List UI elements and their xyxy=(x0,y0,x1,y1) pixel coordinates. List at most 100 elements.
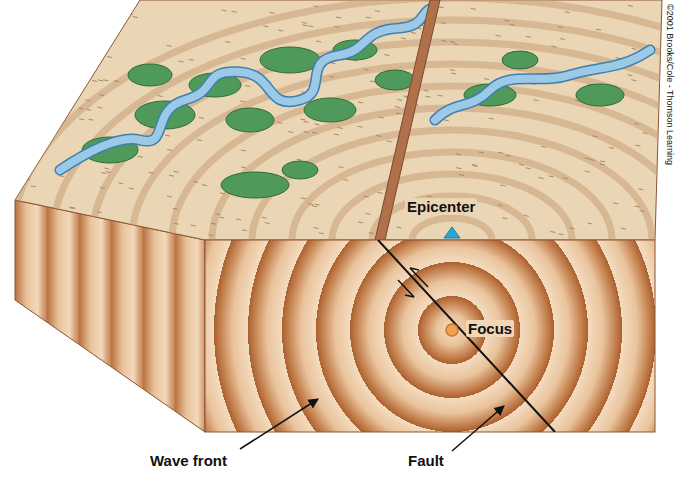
leader-line xyxy=(240,399,318,449)
ground-dash xyxy=(314,124,319,125)
focus-label: Focus xyxy=(466,320,514,337)
ground-dash xyxy=(336,17,341,18)
ground-dash xyxy=(167,45,172,46)
ground-dash xyxy=(444,120,449,121)
ground-dash xyxy=(538,178,543,179)
ground-dash xyxy=(524,215,529,216)
ground-dash xyxy=(149,172,154,173)
ground-dash xyxy=(316,41,321,42)
ground-dash xyxy=(319,233,324,234)
ground-dash xyxy=(79,119,84,120)
ground-dash xyxy=(103,80,108,81)
left-face xyxy=(15,200,205,432)
ground-dash xyxy=(240,101,245,102)
wave-front-label: Wave front xyxy=(150,452,227,469)
ground-dash xyxy=(59,176,64,177)
river xyxy=(60,8,650,170)
ground-dash xyxy=(358,222,363,223)
ground-dash xyxy=(302,25,307,26)
ground-dash xyxy=(312,132,317,133)
ground-dash xyxy=(632,49,637,50)
ground-dash xyxy=(245,86,250,87)
ground-dash xyxy=(616,58,621,59)
ground-dash xyxy=(297,159,302,160)
ground-dash xyxy=(590,160,595,161)
ground-dash xyxy=(313,6,318,7)
ground-dash xyxy=(376,135,381,136)
ground-dash xyxy=(53,86,58,87)
ground-dash xyxy=(450,41,455,42)
ground-dash xyxy=(39,143,44,144)
ground-dash xyxy=(193,181,198,182)
ground-dash xyxy=(241,167,246,168)
ground-dash xyxy=(76,75,81,76)
ground-dash xyxy=(97,107,102,108)
ground-dash xyxy=(526,36,531,37)
ground-dash xyxy=(98,80,103,81)
ground-dash xyxy=(241,150,246,151)
ground-dash xyxy=(505,20,510,21)
ground-dash xyxy=(600,161,605,162)
ground-dash xyxy=(263,26,268,27)
ground-dash xyxy=(173,208,178,209)
ground-dash xyxy=(304,121,309,122)
ground-dash xyxy=(301,198,306,199)
ground-dash xyxy=(369,233,374,234)
ground-dash xyxy=(558,27,563,28)
ground-dash xyxy=(628,5,633,6)
ground-dash xyxy=(502,218,507,219)
ground-dash xyxy=(473,165,478,166)
ground-dash xyxy=(191,225,196,226)
focus-marker xyxy=(446,324,458,336)
ground-dash xyxy=(364,69,369,70)
ground-dash xyxy=(158,96,163,97)
ground-dash xyxy=(197,140,202,141)
ground-dash xyxy=(378,192,383,193)
ground-dash xyxy=(563,178,568,179)
ground-dash xyxy=(357,126,362,127)
ground-dash xyxy=(75,53,80,54)
ground-dash xyxy=(588,223,593,224)
ground-dash xyxy=(489,118,494,119)
ground-dash xyxy=(43,94,48,95)
ground-dash xyxy=(366,213,371,214)
ground-dash xyxy=(32,47,37,48)
ground-dash xyxy=(114,81,119,82)
ground-dash xyxy=(338,127,343,129)
ground-dash xyxy=(107,56,112,57)
ground-dash xyxy=(29,10,34,11)
ground-dash xyxy=(225,42,230,43)
ground-dash xyxy=(472,164,477,165)
ground-dash xyxy=(401,38,406,39)
ground-dash xyxy=(270,12,275,13)
ground-dash xyxy=(167,196,172,197)
ground-dash xyxy=(498,205,503,206)
ground-dash xyxy=(189,59,194,60)
ground-dash xyxy=(138,156,143,157)
ground-dash xyxy=(426,96,431,97)
ground-dash xyxy=(510,24,515,25)
ground-dash xyxy=(450,70,455,71)
ground-dash xyxy=(20,117,25,118)
ground-dash xyxy=(635,206,640,207)
ground-dash xyxy=(621,228,626,229)
ground-dash xyxy=(129,232,134,233)
ground-dash xyxy=(262,217,267,218)
ground-dash xyxy=(313,227,318,228)
ground-dash xyxy=(565,12,570,13)
ground-dash xyxy=(53,90,58,91)
ground-dash xyxy=(99,95,104,96)
epicenter-marker xyxy=(444,227,460,238)
ground-dash xyxy=(39,135,44,136)
ground-dash xyxy=(442,40,447,41)
ground-dash xyxy=(222,10,227,11)
ground-dash xyxy=(86,109,91,110)
ground-dash xyxy=(61,87,66,88)
ground-dash xyxy=(208,235,213,236)
ground-dash xyxy=(592,136,597,137)
ground-dash xyxy=(72,10,77,11)
ground-dash xyxy=(364,196,369,197)
ground-dash xyxy=(397,99,402,100)
ground-dash xyxy=(551,46,556,47)
